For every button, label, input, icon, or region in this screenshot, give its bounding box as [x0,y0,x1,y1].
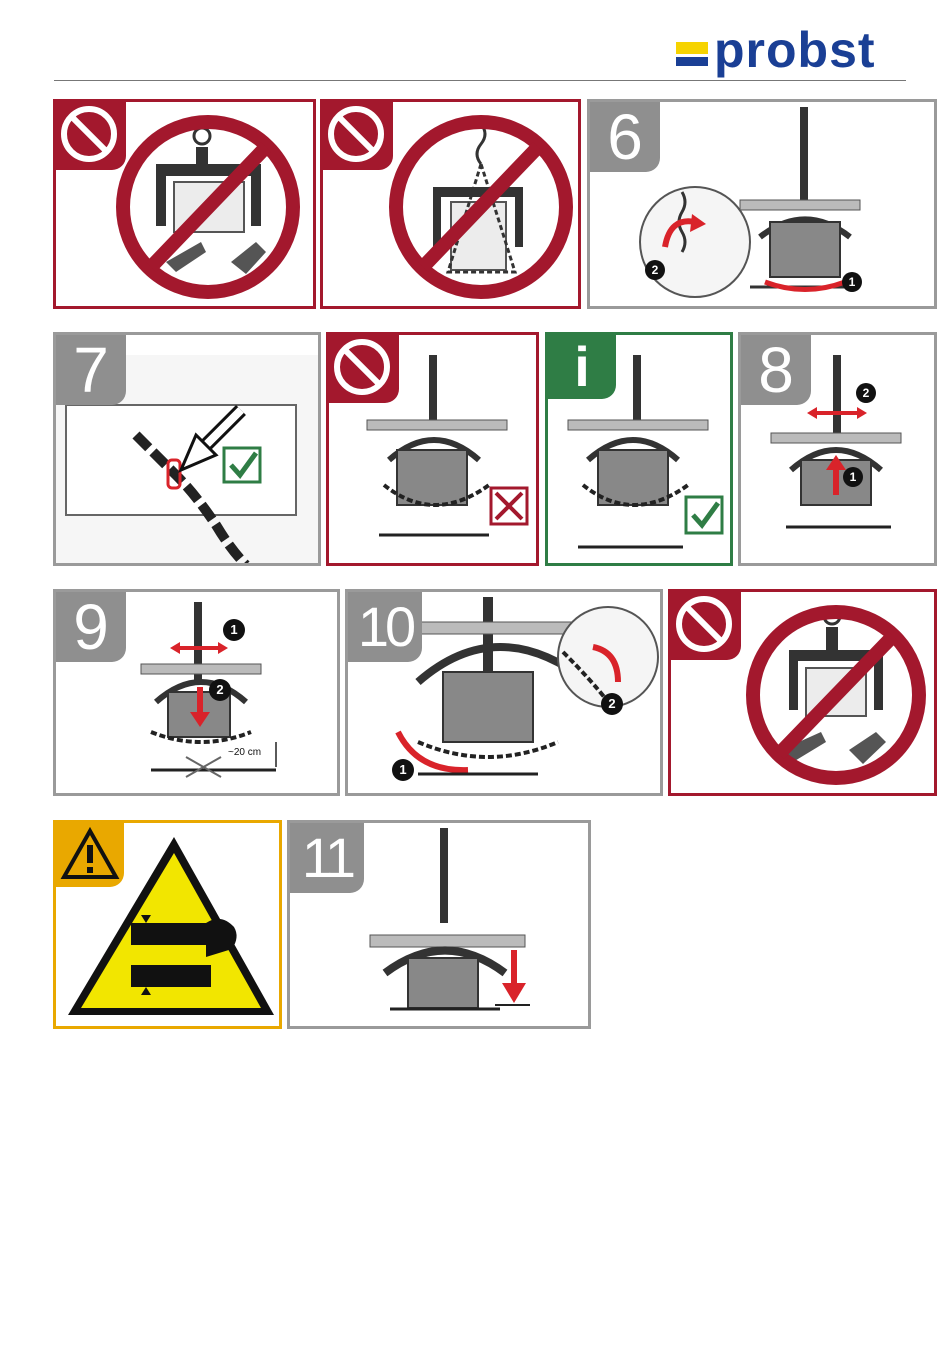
prohibition-tab [329,335,399,403]
logo-mark [676,42,708,66]
svg-text:1: 1 [849,275,856,289]
logo-text: probst [714,22,876,78]
prohibition-tab [323,102,393,170]
prohibition-icon [323,102,393,170]
panel-step-6: 6 2 1 [587,99,937,309]
svg-text:2: 2 [652,263,659,277]
step-number: 9 [56,592,126,662]
prohibition-tab [56,102,126,170]
probst-logo: probst [676,28,906,80]
svg-text:1: 1 [850,470,857,484]
prohibition-icon [671,592,741,660]
panel-info-correct: i [545,332,733,566]
panel-no-hands-under-load [53,99,316,309]
panel-no-chain-sling [320,99,581,309]
panel-no-hands-under-load-2 [668,589,937,796]
panel-step-9: 9 1 2 ~20 cm [53,589,340,796]
panel-step-8: 8 2 1 [738,332,937,566]
step-number: 11 [290,823,364,893]
header-rule [54,80,906,81]
panel-step-7: 7 [53,332,321,566]
warning-triangle-icon [56,823,124,887]
panel-warning-crush [53,820,282,1029]
prohibition-tab [671,592,741,660]
info-tab: i [548,335,616,399]
step-number: 7 [56,335,126,405]
panel-step-11: 11 [287,820,591,1029]
step-number: 6 [590,102,660,172]
svg-text:2: 2 [608,696,615,711]
svg-text:2: 2 [863,386,870,400]
prohibition-icon [56,102,126,170]
prohibition-icon [329,335,399,403]
svg-text:1: 1 [399,762,406,777]
warning-tab [56,823,124,887]
height-annotation: ~20 cm [228,747,261,758]
panel-wrong-chain [326,332,539,566]
step-number: 10 [348,592,422,662]
svg-text:2: 2 [216,682,223,697]
step-number: 8 [741,335,811,405]
panel-step-10: 1 2 10 [345,589,663,796]
svg-text:1: 1 [230,622,237,637]
